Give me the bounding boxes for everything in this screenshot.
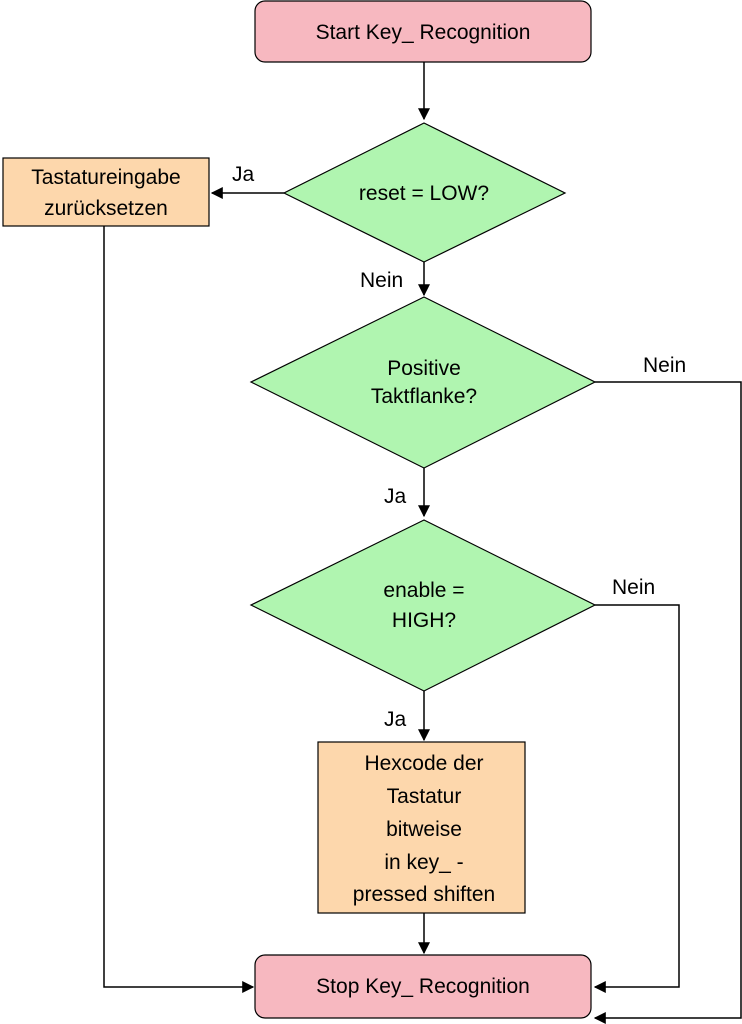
edge-label-clock-yes: Ja (384, 485, 407, 508)
shift-action-line-2: Tastatur (387, 785, 462, 808)
reset-decision: reset = LOW? (282, 122, 567, 263)
shift-action-line-1: Hexcode der (364, 752, 483, 775)
stop-node-label: Stop Key_ Recognition (316, 975, 530, 998)
edge-label-reset-no: Nein (360, 269, 403, 292)
clock-decision-line-1: Positive (387, 357, 461, 380)
start-node-shape (254, 0, 592, 63)
shift-action-line-5: pressed shiften (353, 883, 495, 906)
shift-action-node: Hexcode der Tastatur bitweise in key_ - … (317, 741, 526, 914)
start-node: Start Key_ Recognition (254, 0, 592, 63)
edge-reset-action-to-stop (103, 226, 255, 993)
enable-decision: enable = HIGH? (249, 519, 597, 692)
enable-decision-shape (249, 519, 597, 692)
shift-action-line-3: bitweise (386, 818, 462, 841)
reset-action-line-1: Tastatureingabe (31, 166, 180, 189)
edge-clock-no (593, 381, 742, 1024)
reset-action-node: Tastatureingabe zurücksetzen (2, 157, 210, 227)
shift-action-line-4: in key_ - (384, 851, 463, 874)
reset-decision-label: reset = LOW? (359, 182, 489, 205)
edge-enable-no (593, 604, 680, 993)
shift-action-shape (317, 741, 526, 914)
start-node-label: Start Key_ Recognition (316, 21, 531, 44)
reset-action-line-2: zurücksetzen (44, 197, 168, 220)
edge-label-enable-no: Nein (612, 576, 655, 599)
clock-decision: Positive Taktflanke? (249, 296, 597, 469)
edge-label-enable-yes: Ja (384, 708, 407, 731)
enable-decision-line-2: HIGH? (392, 609, 456, 632)
reset-action-shape (2, 157, 210, 227)
stop-node-shape (254, 954, 592, 1019)
edge-label-clock-no: Nein (643, 354, 686, 377)
edge-label-reset-yes: Ja (232, 163, 255, 186)
reset-decision-shape (282, 122, 567, 263)
enable-decision-line-1: enable = (383, 579, 464, 602)
stop-node: Stop Key_ Recognition (254, 954, 592, 1019)
clock-decision-line-2: Taktflanke? (371, 385, 477, 408)
clock-decision-shape (249, 296, 597, 469)
